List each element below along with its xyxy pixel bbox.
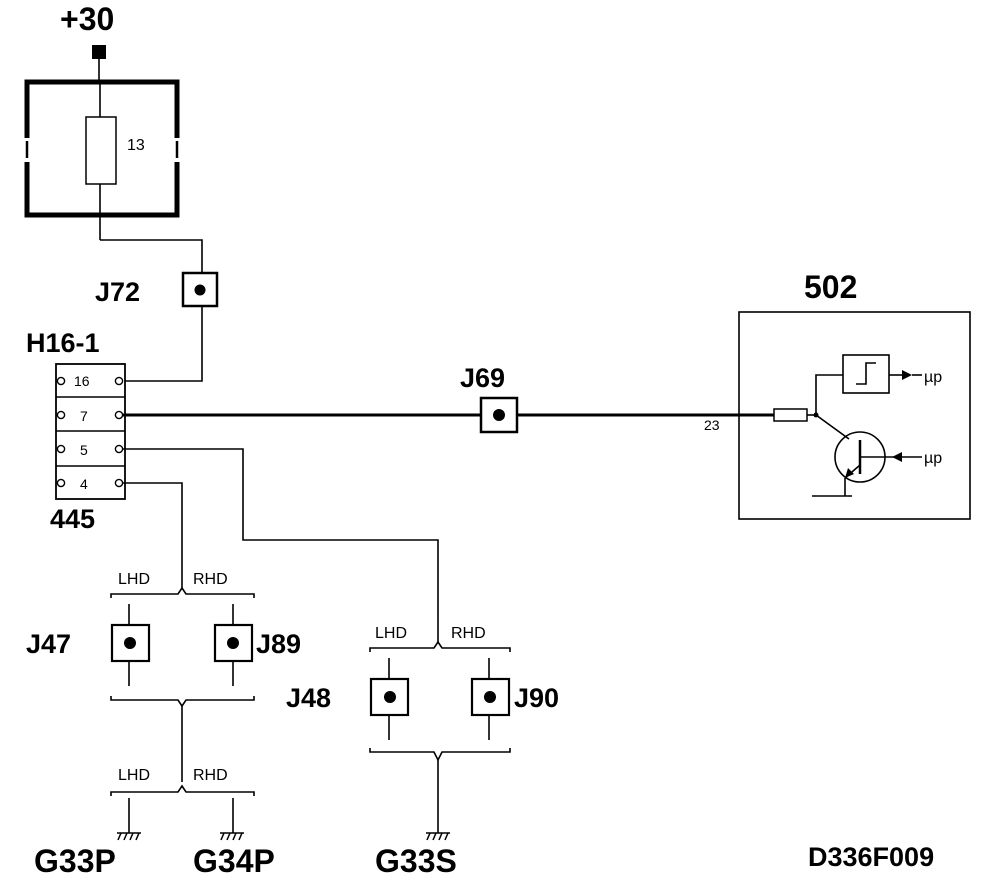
junction-j72-label: J72 (95, 277, 140, 307)
junction-j90-dot (484, 691, 496, 703)
junction-j48-dot (384, 691, 396, 703)
pin-16-label: 16 (74, 373, 90, 389)
pin-4-left (56, 478, 66, 488)
module-502-box (738, 311, 971, 520)
input-arrow-2-icon (892, 452, 902, 462)
module-pin-label: 23 (704, 417, 720, 433)
pin-5-label: 5 (80, 442, 88, 458)
fuse-box (24, 79, 180, 218)
ground-g33p-icon (117, 832, 141, 841)
brace-ground-left (110, 784, 255, 796)
pin-7-label: 7 (80, 408, 88, 424)
supply-terminal (92, 45, 106, 59)
connector-name: H16-1 (26, 328, 100, 358)
pin-5-left (56, 444, 66, 454)
brace-upper-right-rhd: RHD (451, 625, 486, 642)
drawing-code: D336F009 (808, 842, 934, 872)
module-output-1-label: µp (924, 369, 942, 386)
transistor-emitter-arrow (845, 468, 854, 478)
supply-label: +30 (60, 1, 114, 37)
brace-merge-right (369, 748, 511, 762)
connector-number: 445 (50, 504, 95, 534)
junction-j47-dot (124, 637, 136, 649)
junction-j47-label: J47 (26, 629, 71, 659)
module-output-2-label: µp (924, 450, 942, 467)
junction-j69-dot (493, 409, 505, 421)
output-arrow-1-icon (902, 370, 912, 380)
junction-j89-label: J89 (256, 629, 301, 659)
fuse-label: 13 (127, 137, 145, 154)
pin-7-right (114, 410, 124, 420)
brace-upper-right-lhd: LHD (375, 625, 407, 642)
pin-16-left (56, 376, 66, 386)
ground-g33p-label: G33P (34, 843, 116, 879)
brace-ground-left-lhd: LHD (118, 767, 150, 784)
junction-j69-label: J69 (460, 363, 505, 393)
pin-16-right (114, 376, 124, 386)
module-number: 502 (804, 269, 857, 305)
brace-ground-left-rhd: RHD (193, 767, 228, 784)
fuse-symbol (85, 116, 117, 185)
junction-j89-dot (227, 637, 239, 649)
brace-upper-left-rhd: RHD (193, 571, 228, 588)
ground-g34p-icon (220, 832, 244, 841)
module-input-resistor (773, 408, 808, 422)
brace-upper-left-lhd: LHD (118, 571, 150, 588)
brace-upper-left (110, 586, 255, 598)
junction-j72-dot (194, 284, 206, 296)
schmitt-trigger-symbol (856, 362, 876, 385)
brace-merge-left (110, 696, 255, 708)
pin-7-left (56, 410, 66, 420)
ground-g33s-label: G33S (375, 843, 457, 879)
pin-4-label: 4 (80, 476, 88, 492)
ground-g34p-label: G34P (193, 843, 275, 879)
brace-upper-right (369, 640, 511, 652)
ground-g33s-icon (426, 832, 450, 841)
pin-4-right (114, 478, 124, 488)
pin-5-right (114, 444, 124, 454)
junction-j48-label: J48 (286, 683, 331, 713)
junction-j90-label: J90 (514, 683, 559, 713)
